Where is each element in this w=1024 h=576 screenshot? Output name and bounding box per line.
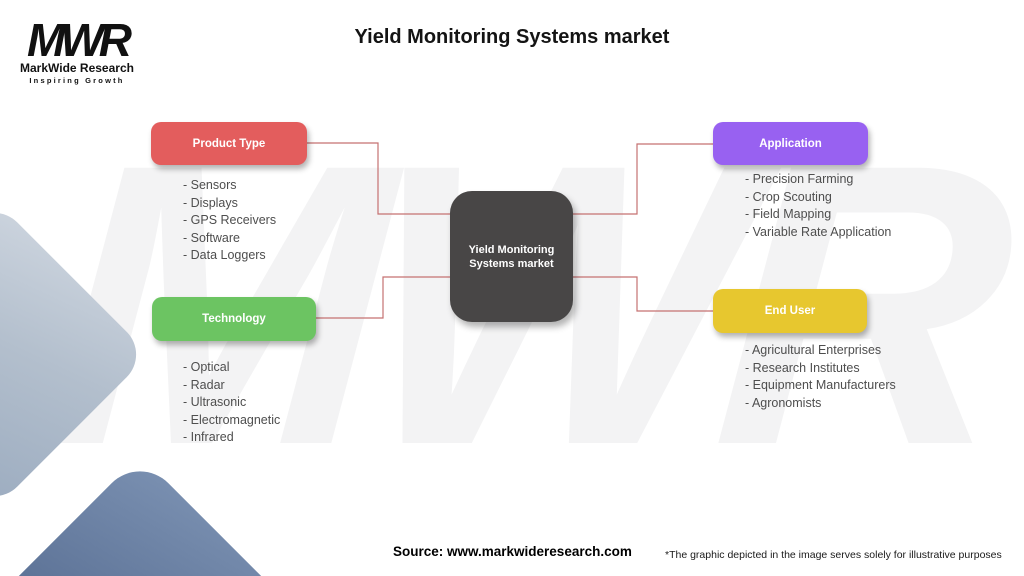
- connector-technology: [316, 276, 450, 319]
- list-item: - Precision Farming: [745, 172, 854, 186]
- list-item: - Data Loggers: [183, 248, 266, 262]
- connector-application: [573, 143, 713, 215]
- list-item: - Electromagnetic: [183, 412, 281, 427]
- list-item: - Sensors: [183, 178, 237, 192]
- category-label: Product Type: [192, 137, 266, 150]
- category-box-product-type: Product Type: [151, 122, 307, 165]
- end-user-item-list: - Agricultural Enterprises - Research In…: [745, 342, 896, 412]
- application-item-list: - Precision Farming - Crop Scouting - Fi…: [745, 171, 891, 241]
- connector-product-type: [307, 142, 450, 215]
- list-item: - Variable Rate Application: [745, 224, 892, 239]
- list-item: - Crop Scouting: [745, 189, 832, 204]
- list-item: - Radar: [183, 377, 225, 392]
- category-label: Application: [759, 137, 822, 150]
- list-item: - GPS Receivers: [183, 213, 277, 227]
- connector-end-user: [573, 276, 713, 312]
- technology-item-list: - Optical - Radar - Ultrasonic - Electro…: [183, 359, 280, 447]
- list-item: - Research Institutes: [745, 360, 860, 375]
- list-item: - Equipment Manufacturers: [745, 378, 896, 392]
- logo-name: MarkWide Research: [20, 61, 134, 75]
- logo-tagline: Inspiring Growth: [29, 76, 124, 85]
- list-item: - Optical: [183, 360, 230, 374]
- list-item: - Displays: [183, 195, 238, 210]
- list-item: - Ultrasonic: [183, 395, 247, 409]
- page-title: Yield Monitoring Systems market: [354, 26, 670, 48]
- disclaimer-text: *The graphic depicted in the image serve…: [665, 549, 1002, 561]
- list-item: - Agronomists: [745, 395, 822, 410]
- center-node-label-line1: Yield Monitoring: [468, 243, 555, 256]
- list-item: - Agricultural Enterprises: [745, 343, 882, 357]
- center-node-label-line2: Systems market: [469, 257, 554, 270]
- list-item: - Infrared: [183, 430, 234, 444]
- category-box-technology: Technology: [152, 297, 316, 341]
- logo-acronym: MWR: [27, 14, 132, 66]
- category-box-application: Application: [713, 122, 868, 165]
- product-type-item-list: - Sensors - Displays - GPS Receivers - S…: [183, 177, 276, 265]
- center-node: Yield Monitoring Systems market: [450, 191, 573, 322]
- source-text: Source: www.markwideresearch.com: [393, 544, 632, 559]
- category-label: End User: [764, 305, 816, 317]
- list-item: - Software: [183, 230, 240, 245]
- logo-graphic: MWR MarkWide Research Inspiring Growth: [20, 14, 137, 85]
- markwide-research-logo: MWR MarkWide Research Inspiring Growth: [18, 14, 137, 93]
- category-label: Technology: [202, 313, 266, 325]
- category-box-end-user: End User: [713, 289, 867, 333]
- list-item: - Field Mapping: [745, 207, 832, 221]
